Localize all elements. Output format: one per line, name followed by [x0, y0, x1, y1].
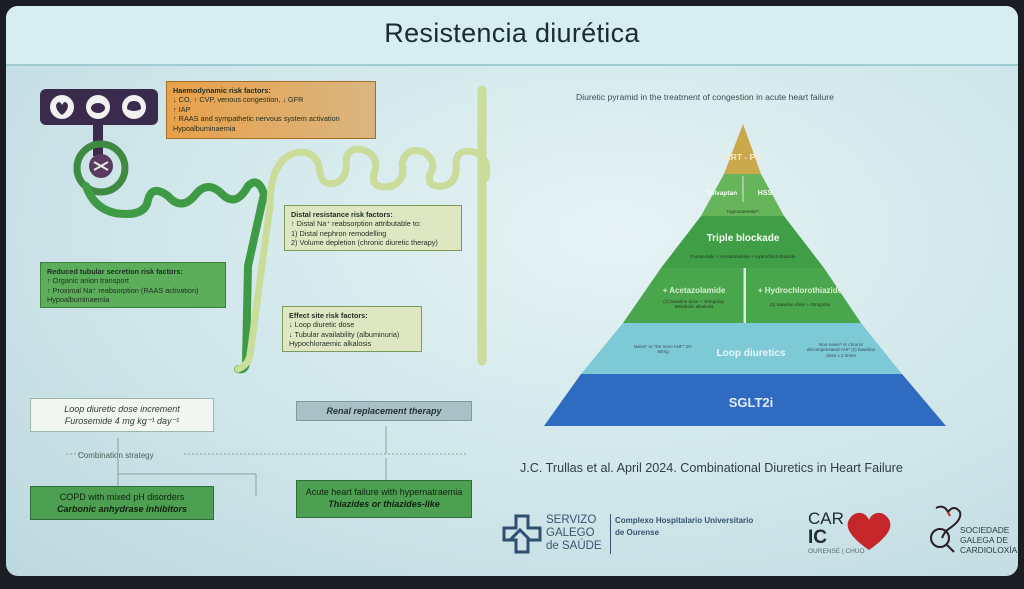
ahf-hypernatraemia-therapy: Thiazides or thiazides-like — [328, 499, 440, 509]
distal-resistance-title: Distal resistance risk factors: — [291, 210, 393, 219]
distal-resistance-line: ↑ Distal Na⁺ reabsorption attributable t… — [291, 219, 421, 229]
distal-resistance-line: 2) Volume depletion (chronic diuretic th… — [291, 238, 438, 248]
caric-ic: IC — [808, 527, 827, 548]
pyramid-triple-label: Triple blockade — [706, 233, 780, 244]
effect-site-box: Effect site risk factors: ↓ Loop diureti… — [282, 306, 422, 352]
pyramid-hss-label: HSS — [757, 190, 773, 197]
logo-divider — [610, 514, 611, 554]
pyramid-tier-krt — [724, 124, 761, 174]
haemodynamic-risk-box: Haemodynamic risk factors: ↓ CO, ↑ CVP, … — [166, 81, 376, 139]
copd-title: COPD with mixed pH disorders — [59, 492, 185, 502]
tubular-secretion-title: Reduced tubular secretion risk factors: — [47, 267, 183, 276]
chuo-logo-text: Complexo Hospitalario Universitario de O… — [615, 515, 753, 539]
tubular-secretion-box: Reduced tubular secretion risk factors: … — [40, 262, 226, 308]
copd-box: COPD with mixed pH disorders Carbonic an… — [30, 486, 214, 520]
combination-strategy-label: Combination strategy — [78, 451, 154, 460]
haemodynamic-risk-line: Hypoalbuminaemia — [173, 123, 236, 133]
effect-site-line: ↓ Loop diuretic dose — [289, 320, 355, 330]
heart-logo-icon — [847, 512, 891, 550]
loop-diuretic-increment-title: Loop diuretic dose increment — [64, 404, 180, 414]
renal-replacement-box: Renal replacement therapy — [296, 401, 472, 421]
copd-therapy: Carbonic anhydrase inhibitors — [56, 504, 188, 514]
chuo-line: de Ourense — [615, 528, 660, 537]
pyramid-tier-addon-left — [623, 268, 744, 323]
pyramid-loop-left-note: Naive* or "De novo AHF" 20-40mg — [633, 344, 693, 355]
pyramid-tier-addon-right — [746, 268, 861, 323]
haemodynamic-risk-line: ↑ RAAS and sympathetic nervous system ac… — [173, 114, 340, 124]
title-bar: Resistencia diurética — [6, 6, 1018, 66]
pyramid-acetazolamide-note: (2) baseline dose + 40mg/day. Metabolic … — [663, 299, 725, 310]
loop-diuretic-increment-box: Loop diuretic dose increment Furosemide … — [30, 398, 214, 432]
haemodynamic-risk-line: ↓ CO, ↑ CVP, venous congestion, ↓ GFR — [173, 95, 304, 105]
tubular-secretion-line: ↑ Proximal Na⁺ reabsorption (RAAS activa… — [47, 285, 199, 295]
sgc-line: CARDIOLOXÍA — [960, 545, 1018, 555]
sgc-line: SOCIEDADE — [960, 525, 1010, 535]
slide: Resistencia diurética Haemodynamic risk … — [6, 6, 1018, 576]
chuo-line: Complexo Hospitalario Universitario — [615, 516, 754, 525]
pyramid-tolvaptan-label: Tolvaptan — [706, 190, 738, 197]
pyramid-loop-label: Loop diuretics — [716, 348, 786, 359]
pyramid-top-label: KRT - PC — [724, 152, 762, 162]
sergas-logo-text: SERVIZO GALEGO de SAÚDE — [546, 514, 602, 553]
pyramid-acetazolamide-label: + Acetazolamide — [662, 286, 726, 295]
haemodynamic-risk-line: ↑ IAP — [173, 104, 191, 114]
haemodynamic-risk-title: Haemodynamic risk factors: — [173, 86, 271, 95]
caric-logo-text: CAR IC OURENSE | CHUO — [808, 509, 865, 556]
loop-diuretic-increment-dose: Furosemide 4 mg kg⁻¹ day⁻¹ — [64, 416, 180, 426]
flow-connectors — [66, 426, 466, 496]
slide-title: Resistencia diurética — [384, 18, 640, 48]
pyramid-hydrochlorothiazide-label: + Hydrochlorothiazide — [757, 286, 843, 295]
pyramid-caption: Diuretic pyramid in the treatment of con… — [576, 92, 834, 102]
nephron-diagram — [40, 85, 491, 374]
proximal-tubule — [82, 178, 269, 374]
sergas-line: SERVIZO — [546, 514, 597, 526]
pyramid-sglt2i-label: SGLT2i — [728, 395, 774, 410]
pyramid-loop-right-note: Non-naive* or chronic decompensated AHF … — [806, 342, 876, 358]
pyramid-tier-triple — [661, 216, 824, 268]
renal-replacement-label: Renal replacement therapy — [326, 406, 442, 416]
diuretic-pyramid — [544, 124, 946, 426]
sergas-cross-logo — [502, 514, 542, 554]
distal-resistance-box: Distal resistance risk factors: ↑ Distal… — [284, 205, 462, 251]
pyramid-hydrochlorothiazide-note: (2) baseline dose + 40mg/day — [769, 302, 831, 307]
pyramid-triple-note: Furosemide + Acetazolamide + Hydrochloro… — [690, 254, 796, 259]
sgc-logo-icon — [930, 505, 962, 553]
ahf-hypernatraemia-box: Acute heart failure with hypernatraemia … — [296, 480, 472, 518]
sergas-line: de SAÚDE — [546, 540, 602, 552]
pyramid-tier-loop — [581, 323, 902, 374]
sgc-logo-text: SOCIEDADE GALEGA DE CARDIOLOXÍA — [960, 525, 1017, 555]
pyramid-tier-sglt2i — [544, 374, 946, 426]
tubular-secretion-line: Hypoalbuminaemia — [47, 295, 110, 305]
glomerulus — [73, 140, 129, 196]
reference-citation: J.C. Trullas et al. April 2024. Combinat… — [520, 461, 903, 475]
caric-sub: OURENSE | CHUO — [808, 548, 865, 555]
caric-car: CAR — [808, 509, 844, 528]
distal-resistance-line: 1) Distal nephron remodelling — [291, 228, 387, 238]
ahf-hypernatraemia-title: Acute heart failure with hypernatraemia — [305, 487, 463, 497]
pyramid-tier2-note: Hyponatremia** — [726, 209, 760, 214]
tubular-secretion-line: ↑ Organic anion transport — [47, 276, 129, 286]
sergas-line: GALEGO — [546, 527, 595, 539]
effect-site-title: Effect site risk factors: — [289, 311, 368, 320]
sgc-line: GALEGA DE — [960, 535, 1008, 545]
effect-site-line: Hypochloraemic alkalosis — [289, 339, 372, 349]
effect-site-line: ↓ Tubular availability (albuminuria) — [289, 329, 400, 339]
loop-of-henle — [234, 145, 491, 373]
